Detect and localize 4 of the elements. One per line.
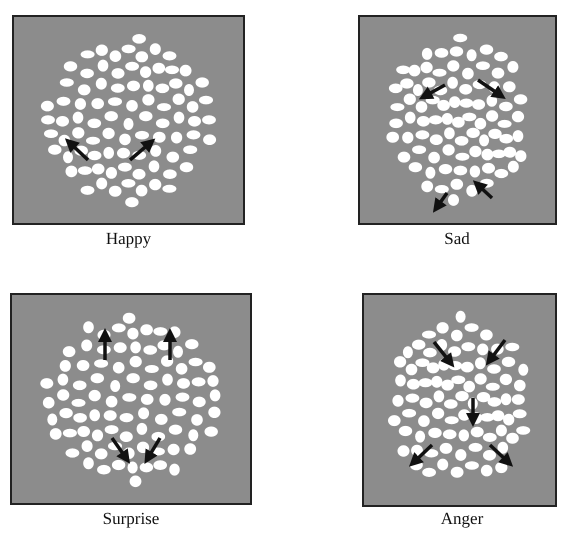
- panel-caption: Happy: [106, 229, 152, 249]
- panel-caption: Sad: [444, 229, 470, 249]
- panel-caption: Anger: [440, 509, 484, 529]
- panel-caption: Surprise: [102, 509, 160, 529]
